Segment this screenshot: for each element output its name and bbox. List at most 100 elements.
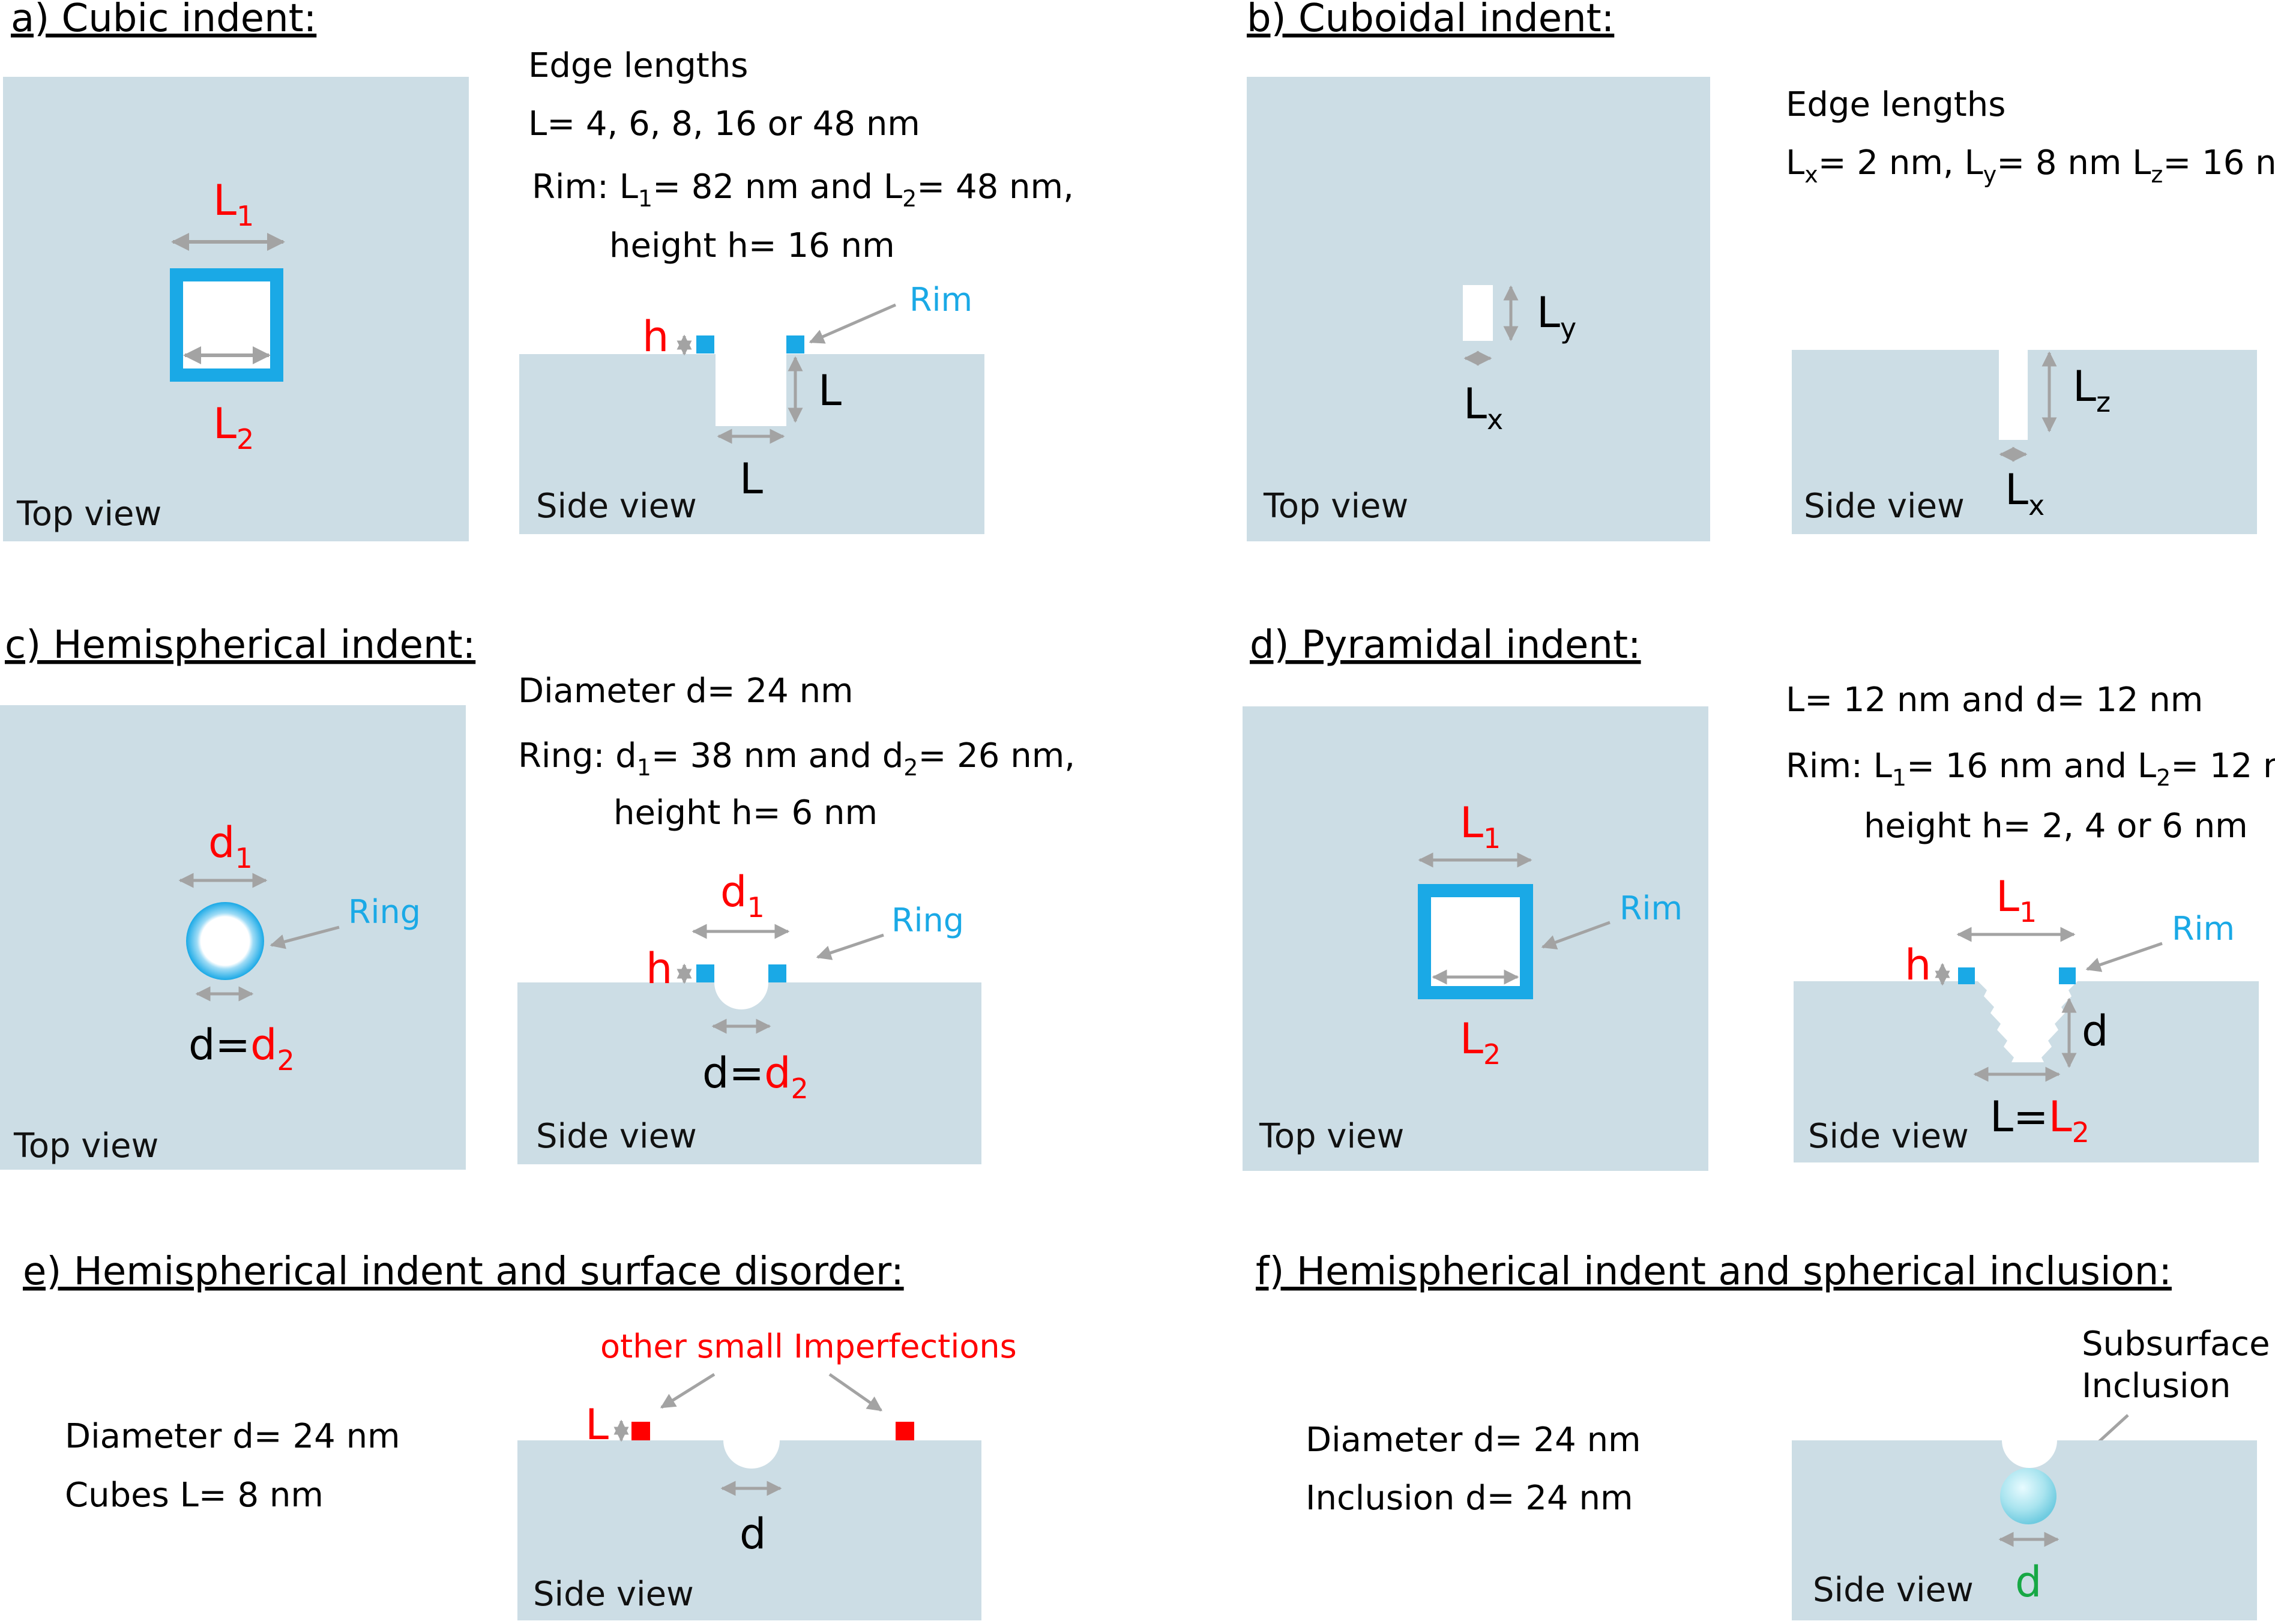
panel-f-spherical-inclusion: f) Hemispherical indent and spherical in…	[1256, 1250, 2270, 1620]
panel-a-top-L1-text: L	[213, 176, 237, 225]
panel-d-side-L2-text: L	[2049, 1092, 2072, 1141]
panel-b-line2-d: y	[1983, 161, 1997, 188]
panel-d-top-L2-sub: 2	[1483, 1038, 1501, 1071]
panel-a-side-view-surface	[519, 354, 984, 534]
panel-a-top-L1-label: L1	[213, 176, 254, 232]
panel-c-top-d1-sub: 1	[235, 842, 252, 874]
panel-c-side-ring-right	[768, 964, 786, 982]
panel-e-surface-disorder: e) Hemispherical indent and surface diso…	[23, 1250, 1017, 1620]
panel-c-side-d2-sub: 2	[791, 1072, 809, 1105]
panel-a-top-view-label: Top view	[16, 495, 161, 534]
panel-d-rim-line1-a: Rim: L	[1786, 747, 1892, 786]
panel-a-top-L1-sub: 1	[237, 200, 254, 232]
panel-a-side-rim-right	[786, 335, 804, 353]
panel-d-top-L1-sub: 1	[1483, 822, 1501, 855]
panel-c-top-view-label: Top view	[13, 1126, 158, 1165]
panel-e-cube-left	[631, 1422, 650, 1440]
panel-c-ring-line1: Ring: d1= 38 nm and d2= 26 nm,	[518, 736, 1075, 781]
panel-c-side-d1-sub: 1	[747, 891, 764, 924]
panel-a-rim-line1: Rim: L1= 82 nm and L2= 48 nm,	[532, 167, 1074, 212]
panel-c-top-d1-label: d1	[208, 818, 253, 874]
panel-c-side-h-label: h	[646, 944, 672, 993]
panel-c-top-d2-text: d	[250, 1020, 277, 1069]
panel-d-top-L2-label: L2	[1460, 1014, 1501, 1071]
panel-b-top-view-label: Top view	[1263, 487, 1408, 526]
panel-c-ring-line1-d: 2	[903, 754, 918, 781]
panel-c-ring-line1-a: Ring: d	[518, 736, 637, 775]
panel-e-title: e) Hemispherical indent and surface diso…	[23, 1250, 904, 1294]
panel-c-side-d1-text: d	[720, 867, 747, 916]
panel-c-ring-line2: height h= 6 nm	[613, 793, 878, 832]
panel-d-title: d) Pyramidal indent:	[1250, 623, 1641, 667]
panel-e-line2: Cubes L= 8 nm	[65, 1476, 324, 1515]
panel-f-note-line1: Subsurface	[2082, 1325, 2270, 1364]
panel-b-line2-g: = 16 nm	[2163, 143, 2275, 182]
panel-c-top-deq-text: d=	[188, 1020, 250, 1069]
panel-a-line1: Edge lengths	[528, 46, 748, 85]
panel-a-top-L2-label: L2	[213, 399, 254, 456]
panel-e-line1: Diameter d= 24 nm	[65, 1417, 400, 1456]
panel-d-top-L1-text: L	[1460, 798, 1483, 847]
panel-d-side-L2-label: L=L2	[1990, 1092, 2090, 1149]
panel-f-line2: Inclusion d= 24 nm	[1306, 1479, 1633, 1518]
panel-b-top-Ly-label: Ly	[1537, 288, 1576, 344]
panel-a-rim-line1-c: = 82 nm and L	[652, 167, 902, 206]
panel-b-top-Lx-sub: x	[1487, 403, 1503, 436]
panel-a-rim-line2: height h= 16 nm	[609, 226, 895, 265]
panel-c-top-d1-text: d	[208, 818, 235, 867]
panel-b-top-Ly-text: L	[1537, 288, 1560, 337]
panel-d-pyramidal-indent: d) Pyramidal indent: Top view L1 L2 Rim …	[1243, 623, 2275, 1171]
panel-e-side-view-surface	[517, 1440, 981, 1620]
panel-a-title: a) Cubic indent:	[11, 0, 316, 41]
panel-c-side-ring-note: Ring	[891, 901, 964, 939]
panel-a-side-rim-left	[696, 335, 714, 353]
panel-f-side-view-surface	[1792, 1440, 2257, 1620]
panel-c-top-ring-note: Ring	[348, 893, 421, 931]
panel-d-top-rim-pointer	[1541, 921, 1611, 950]
panel-f-inclusion-sphere	[2000, 1468, 2057, 1524]
panel-d-side-d-label: d	[2082, 1006, 2108, 1056]
panel-b-side-Lx-text: L	[2005, 465, 2028, 514]
panel-a-top-L2-sub: 2	[237, 423, 254, 456]
panel-c-side-deq-text: d=	[702, 1048, 764, 1098]
panel-e-pointer-right	[828, 1373, 883, 1412]
panel-a-side-h-label: h	[642, 312, 669, 361]
panel-b-side-view-surface	[1792, 350, 2257, 534]
panel-d-top-L2-text: L	[1460, 1014, 1483, 1063]
panel-d-rim-line1-e: = 12 nm	[2171, 747, 2275, 786]
panel-a-rim-pointer	[809, 303, 897, 344]
panel-f-d-label: d	[2015, 1557, 2041, 1607]
panel-d-line1: L= 12 nm and d= 12 nm	[1786, 681, 2203, 720]
panel-d-side-h-label: h	[1905, 940, 1931, 990]
panel-d-side-rim-left	[1958, 967, 1975, 984]
panel-e-cube-L-label: L	[585, 1400, 609, 1449]
panel-f-line1: Diameter d= 24 nm	[1306, 1421, 1641, 1460]
panel-b-line2-c: = 2 nm, L	[1818, 143, 1983, 182]
panel-c-side-d2-label: d=d2	[702, 1048, 809, 1105]
panel-f-title: f) Hemispherical indent and spherical in…	[1256, 1250, 2172, 1294]
panel-d-side-L1-sub: 1	[2019, 896, 2037, 928]
panel-b-side-Lz-label: Lz	[2073, 362, 2111, 418]
panel-c-top-d2-sub: 2	[277, 1044, 295, 1077]
panel-b-line2: Lx= 2 nm, Ly= 8 nm Lz= 16 nm	[1786, 143, 2275, 188]
panel-d-side-L2-sub: 2	[2072, 1116, 2090, 1149]
panel-d-top-rim-note: Rim	[1620, 889, 1683, 927]
panel-c-line1: Diameter d= 24 nm	[518, 672, 854, 711]
panel-b-line2-f: z	[2151, 161, 2163, 188]
panel-e-imperfections-note: other small Imperfections	[600, 1328, 1017, 1365]
panel-d-side-L1-text: L	[1996, 872, 2019, 921]
panel-b-cuboidal-indent: b) Cuboidal indent: Top view Ly Lx Edge …	[1247, 0, 2275, 541]
panel-c-top-ring-pointer	[270, 925, 340, 949]
panel-d-side-view-label: Side view	[1808, 1117, 1969, 1156]
panel-d-rim-line1-c: = 16 nm and L	[1906, 747, 2156, 786]
panel-c-side-ring-left	[696, 964, 714, 982]
panel-d-top-L1-label: L1	[1460, 798, 1501, 855]
panel-a-side-depth-label: L	[818, 366, 842, 415]
panel-c-side-d2-text: d	[764, 1048, 791, 1098]
panel-a-side-width-label: L	[740, 454, 763, 504]
panel-b-line1: Edge lengths	[1786, 85, 2005, 124]
panel-f-side-view-label: Side view	[1813, 1571, 1974, 1610]
panel-d-side-rim-pointer	[2085, 942, 2163, 972]
panel-b-side-view-label: Side view	[1804, 487, 1965, 526]
